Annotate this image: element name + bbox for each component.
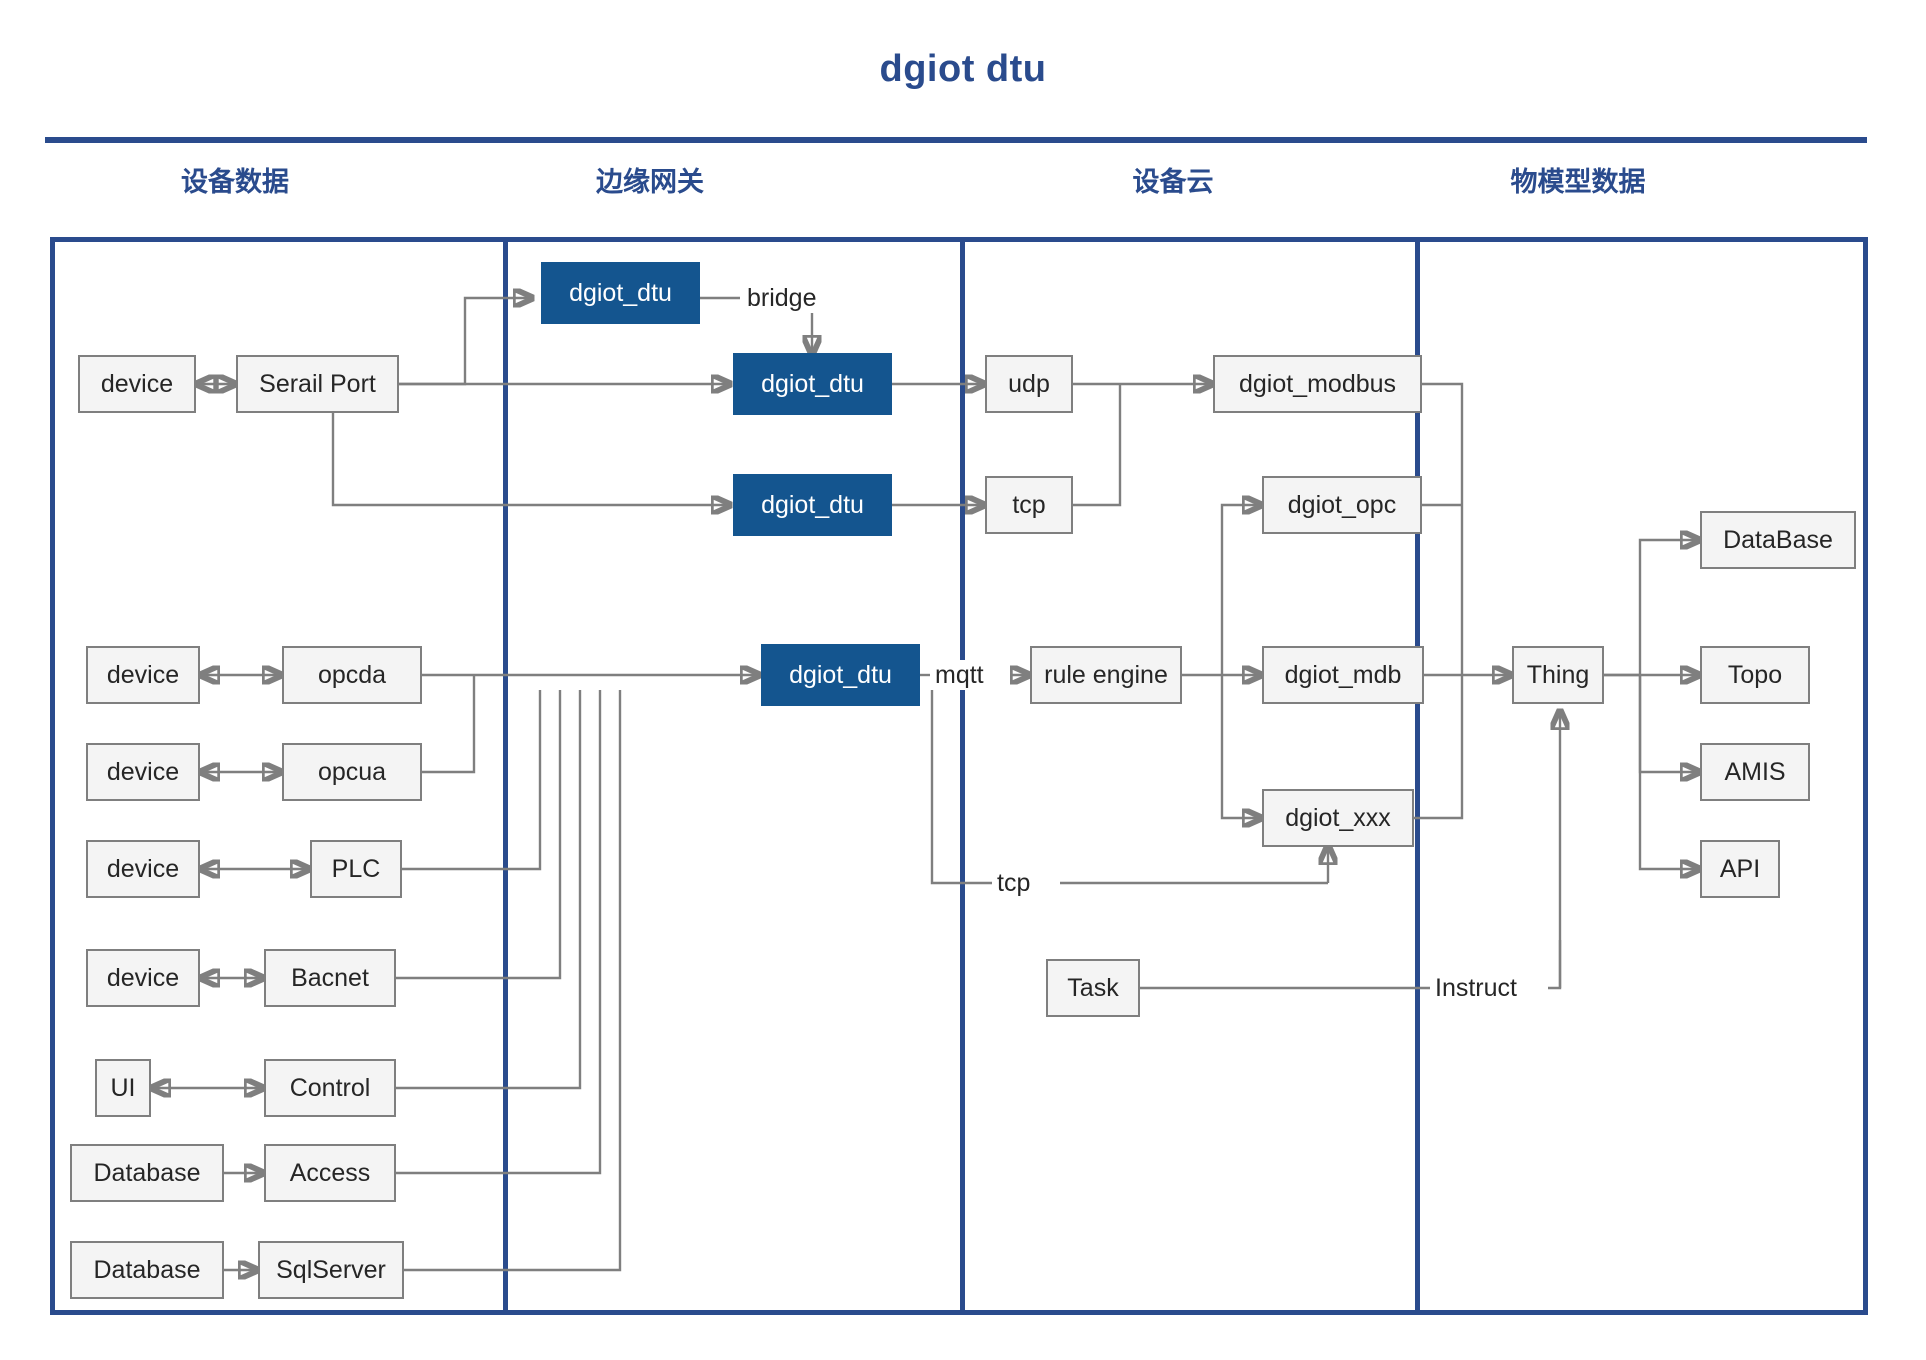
node-dgiot-xxx[interactable]: dgiot_xxx	[1262, 789, 1414, 847]
column-header-edge-gateway: 边缘网关	[596, 167, 704, 197]
node-dgiot-dtu-mqtt[interactable]: dgiot_dtu	[761, 644, 920, 706]
column-header-device-data: 设备数据	[181, 167, 289, 197]
node-rule-engine[interactable]: rule engine	[1030, 646, 1182, 704]
node-device-5[interactable]: device	[86, 949, 200, 1007]
node-database-1[interactable]: Database	[70, 1144, 224, 1202]
node-bacnet[interactable]: Bacnet	[264, 949, 396, 1007]
node-dgiot-mdb[interactable]: dgiot_mdb	[1262, 646, 1424, 704]
column-header-device-cloud: 设备云	[1132, 167, 1214, 197]
node-sqlserver[interactable]: SqlServer	[258, 1241, 404, 1299]
edge-label-bridge: bridge	[742, 283, 822, 313]
diagram-frame	[50, 237, 1868, 1315]
node-thing[interactable]: Thing	[1512, 646, 1604, 704]
node-dgiot-dtu-tcp[interactable]: dgiot_dtu	[733, 474, 892, 536]
node-database-out[interactable]: DataBase	[1700, 511, 1856, 569]
node-device-4[interactable]: device	[86, 840, 200, 898]
node-opcua[interactable]: opcua	[282, 743, 422, 801]
edge-label-mqtt: mqtt	[930, 660, 989, 690]
node-opcda[interactable]: opcda	[282, 646, 422, 704]
node-plc[interactable]: PLC	[310, 840, 402, 898]
node-access[interactable]: Access	[264, 1144, 396, 1202]
node-serial-port[interactable]: Serail Port	[236, 355, 399, 413]
edge-label-tcp: tcp	[992, 868, 1036, 898]
node-udp[interactable]: udp	[985, 355, 1073, 413]
node-amis[interactable]: AMIS	[1700, 743, 1810, 801]
title-divider-rule	[45, 137, 1867, 143]
node-database-2[interactable]: Database	[70, 1241, 224, 1299]
column-header-thing-model-data: 物模型数据	[1510, 167, 1646, 197]
node-device-3[interactable]: device	[86, 743, 200, 801]
node-task[interactable]: Task	[1046, 959, 1140, 1017]
node-tcp[interactable]: tcp	[985, 476, 1073, 534]
page-title: dgiot dtu	[879, 48, 1047, 90]
node-dgiot-dtu-bridge[interactable]: dgiot_dtu	[541, 262, 700, 324]
node-api[interactable]: API	[1700, 840, 1780, 898]
node-dgiot-opc[interactable]: dgiot_opc	[1262, 476, 1422, 534]
node-dgiot-modbus[interactable]: dgiot_modbus	[1213, 355, 1422, 413]
node-device-1[interactable]: device	[78, 355, 196, 413]
column-divider-2	[960, 237, 965, 1315]
column-divider-1	[503, 237, 508, 1315]
node-ui[interactable]: UI	[95, 1059, 151, 1117]
node-device-2[interactable]: device	[86, 646, 200, 704]
node-control[interactable]: Control	[264, 1059, 396, 1117]
node-topo[interactable]: Topo	[1700, 646, 1810, 704]
node-dgiot-dtu-udp[interactable]: dgiot_dtu	[733, 353, 892, 415]
edge-label-instruct: Instruct	[1430, 973, 1522, 1003]
